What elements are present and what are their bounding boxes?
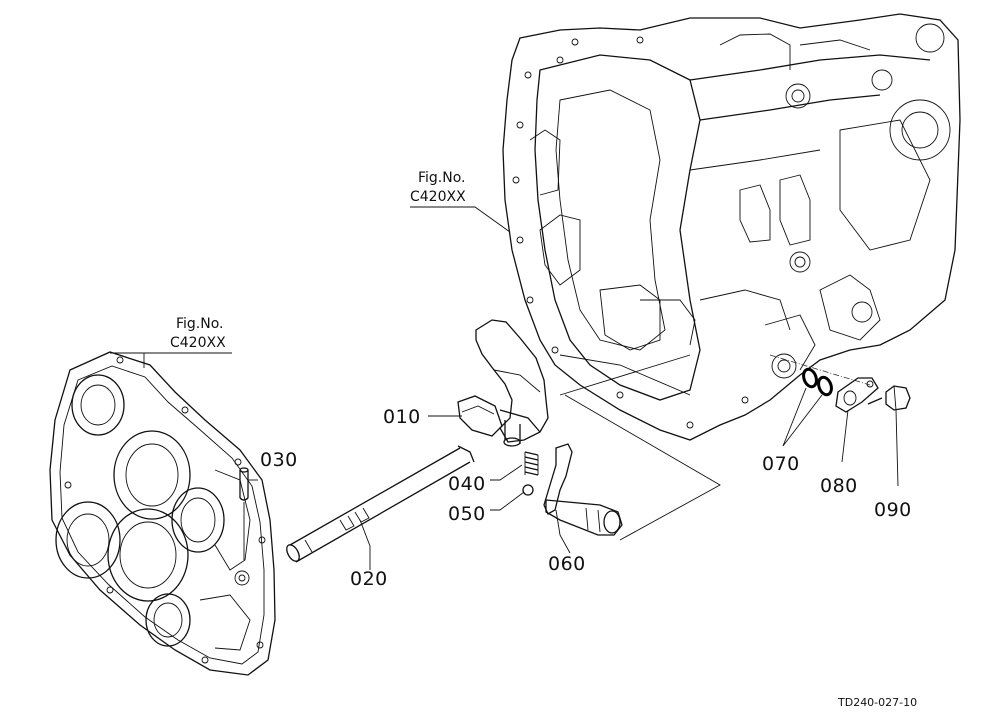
part-label-020: 020 [350,568,388,590]
drawing-code: TD240-027-10 [837,696,917,709]
part-040-spring [524,451,539,476]
part-label-040: 040 [448,473,486,495]
fig-ref-right-line1: Fig.No. [418,170,466,186]
part-label-060: 060 [548,553,586,575]
part-080-plate [835,377,879,413]
part-070-o-rings [802,367,833,397]
part-label-030: 030 [260,449,298,471]
part-label-090: 090 [874,499,912,521]
front-cover [49,351,276,676]
part-050-ball [522,484,534,496]
figure-reference-left: Fig.No. C420XX [170,316,226,351]
fig-ref-left-line2: C420XX [170,335,226,351]
transmission-case [502,13,961,441]
part-label-050: 050 [448,503,486,525]
part-number-labels: 010 020 030 040 050 060 070 080 090 [260,406,912,590]
part-060-shift-arm [543,443,623,536]
part-030-pin [239,467,249,560]
part-010-shift-fork [457,319,549,447]
part-020-shift-rod [286,445,475,563]
part-label-070: 070 [762,453,800,475]
fig-ref-left-line1: Fig.No. [176,316,224,332]
figure-reference-right: Fig.No. C420XX [410,170,466,205]
part-label-080: 080 [820,475,858,497]
leader-lines [110,206,899,570]
part-label-010: 010 [383,406,421,428]
part-090-bolt [867,385,911,411]
projection-lines [559,354,871,541]
fig-ref-right-line2: C420XX [410,189,466,205]
case-bolt-holes [512,36,749,429]
